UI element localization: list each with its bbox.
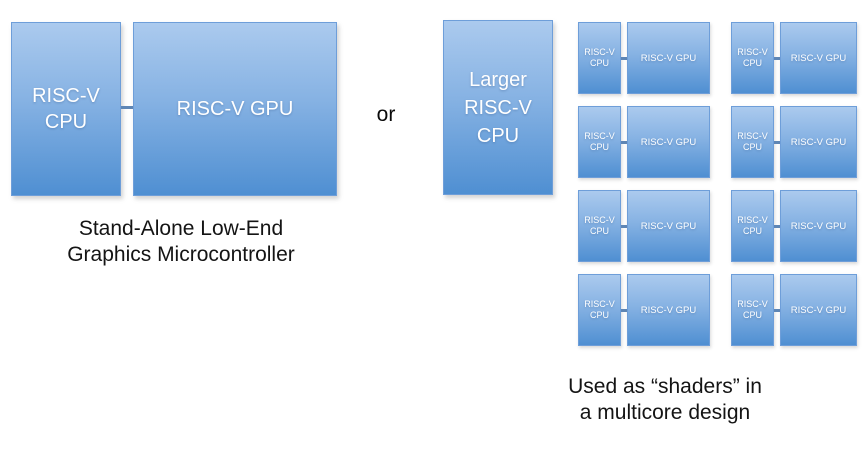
shader-gpu-box: RISC-V GPU [627, 106, 710, 178]
shader-gpu-label: RISC-V GPU [640, 220, 697, 232]
shader-connector-slot [621, 274, 627, 346]
shader-gpu-box: RISC-V GPU [780, 22, 857, 94]
shader-cpu-box: RISC-V CPU [731, 190, 774, 262]
standalone-gpu-label: RISC-V GPU [176, 98, 294, 120]
shaders-caption: Used as “shaders” in a multicore design [568, 375, 762, 424]
shader-grid-right-column: RISC-V CPU RISC-V GPU RISC-V CPU RISC-V … [731, 22, 857, 346]
shader-gpu-box: RISC-V GPU [627, 190, 710, 262]
shader-connector [774, 56, 780, 60]
shader-gpu-label: RISC-V GPU [640, 52, 697, 64]
shader-gpu-box: RISC-V GPU [780, 190, 857, 262]
shader-cell: RISC-V CPU RISC-V GPU [578, 106, 710, 178]
shader-cpu-label: RISC-V CPU [737, 131, 768, 152]
shader-gpu-label: RISC-V GPU [790, 52, 847, 64]
shader-connector [774, 140, 780, 144]
shader-gpu-label: RISC-V GPU [790, 220, 847, 232]
standalone-cpu-box: RISC-V CPU [11, 22, 121, 196]
shader-gpu-box: RISC-V GPU [780, 274, 857, 346]
shader-cpu-label: RISC-V CPU [737, 299, 768, 320]
shader-cpu-label: RISC-V CPU [737, 215, 768, 236]
larger-cpu-box: Larger RISC-V CPU [443, 20, 553, 195]
shader-connector-slot [774, 190, 780, 262]
larger-cpu-label: Larger RISC-V CPU [464, 68, 532, 147]
shader-cpu-box: RISC-V CPU [731, 106, 774, 178]
shader-connector-slot [621, 106, 627, 178]
shader-cpu-box: RISC-V CPU [578, 106, 621, 178]
shader-cpu-label: RISC-V CPU [584, 47, 615, 68]
shader-cell: RISC-V CPU RISC-V GPU [731, 274, 857, 346]
shader-connector [621, 224, 627, 228]
shader-connector [621, 56, 627, 60]
shader-cpu-box: RISC-V CPU [578, 22, 621, 94]
or-label: or [376, 103, 396, 126]
shader-gpu-box: RISC-V GPU [627, 274, 710, 346]
shader-cell: RISC-V CPU RISC-V GPU [578, 190, 710, 262]
shader-cpu-label: RISC-V CPU [584, 299, 615, 320]
shader-gpu-label: RISC-V GPU [790, 304, 847, 316]
shader-cpu-box: RISC-V CPU [578, 274, 621, 346]
shader-gpu-box: RISC-V GPU [780, 106, 857, 178]
shader-gpu-box: RISC-V GPU [627, 22, 710, 94]
shader-connector-slot [621, 22, 627, 94]
standalone-caption: Stand-Alone Low-End Graphics Microcontro… [67, 217, 295, 266]
shader-connector-slot [774, 274, 780, 346]
shader-cpu-box: RISC-V CPU [578, 190, 621, 262]
shader-grid-left-column: RISC-V CPU RISC-V GPU RISC-V CPU RISC-V … [578, 22, 710, 346]
shader-cell: RISC-V CPU RISC-V GPU [731, 106, 857, 178]
shader-connector [621, 308, 627, 312]
shader-connector-slot [621, 190, 627, 262]
shader-cpu-label: RISC-V CPU [584, 215, 615, 236]
shader-cpu-label: RISC-V CPU [584, 131, 615, 152]
shader-connector [774, 308, 780, 312]
shader-connector [621, 140, 627, 144]
shader-cpu-box: RISC-V CPU [731, 274, 774, 346]
shader-connector-slot [774, 22, 780, 94]
shader-cpu-box: RISC-V CPU [731, 22, 774, 94]
shader-cpu-label: RISC-V CPU [737, 47, 768, 68]
shader-gpu-label: RISC-V GPU [640, 304, 697, 316]
shader-cell: RISC-V CPU RISC-V GPU [578, 22, 710, 94]
shader-cell: RISC-V CPU RISC-V GPU [731, 190, 857, 262]
shader-gpu-label: RISC-V GPU [640, 136, 697, 148]
standalone-gpu-box: RISC-V GPU [133, 22, 337, 196]
shader-gpu-label: RISC-V GPU [790, 136, 847, 148]
shader-cell: RISC-V CPU RISC-V GPU [578, 274, 710, 346]
shader-connector [774, 224, 780, 228]
cpu-gpu-connector [121, 106, 133, 109]
standalone-cpu-label: RISC-V CPU [32, 85, 100, 133]
shader-cell: RISC-V CPU RISC-V GPU [731, 22, 857, 94]
shader-connector-slot [774, 106, 780, 178]
